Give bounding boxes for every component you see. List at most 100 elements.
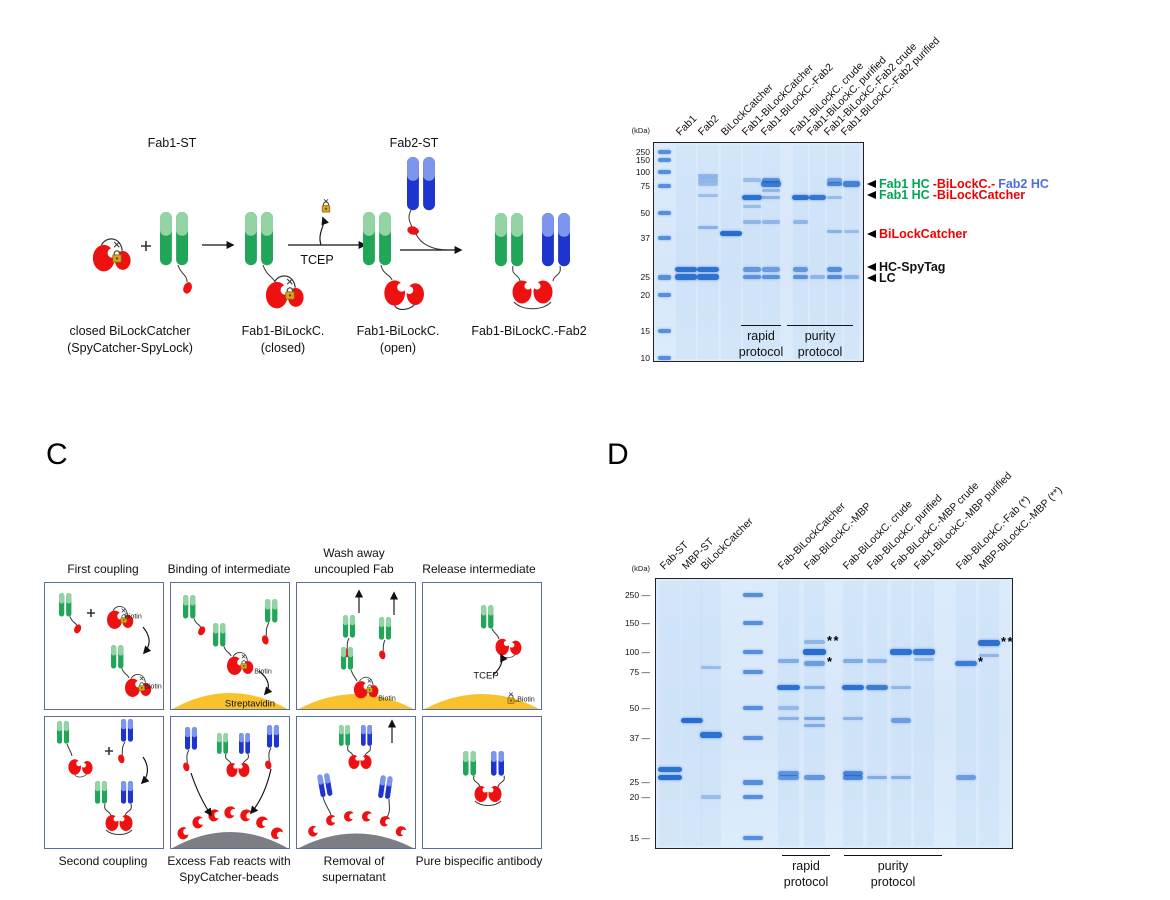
protein-band [743,178,761,182]
protein-band [956,775,976,780]
protocol-group-line [844,855,942,857]
protein-band [826,229,842,234]
protein-band [743,204,761,209]
gel-lane-smear [792,145,808,359]
protein-band [675,274,697,280]
protein-band [826,195,842,200]
streptavidin-dome-icon [298,694,414,709]
protein-band [701,795,721,799]
biotin-label: Biotin [378,695,396,703]
arrowhead-icon [867,273,876,282]
gel-lane-smear [743,145,761,359]
gel-lane-smear [867,581,887,846]
kda-marker-label: 25 — [629,777,650,788]
gel-lane-smear [701,581,721,846]
protein-band [762,220,780,224]
protein-band [742,194,762,201]
protein-band [826,181,842,187]
annotation-text: BiLockCatcher [879,226,968,241]
panel-c-box-pure-bispecific [422,716,542,849]
protocol-group-line [741,325,781,327]
gel-lane-smear [914,581,934,846]
protein-band [803,723,825,728]
kda-marker-label: 50 [640,208,650,219]
protein-band [658,766,682,773]
kda-marker-label: 25 [640,272,650,283]
protein-band [842,181,860,187]
protein-band [826,267,842,272]
protein-band [843,716,863,721]
star-annotation: ** [1001,634,1015,650]
gel-lane-smear [843,581,863,846]
protein-band [743,274,761,280]
annotation-text: Fab1 HC [879,176,930,191]
ladder-band [657,356,671,360]
protein-band [720,230,742,237]
closed-bilockcatcher-icon [93,239,131,271]
arrowhead-icon [867,229,876,238]
protein-band [803,640,825,644]
ladder-band [657,184,671,188]
protein-band [743,267,761,272]
protein-band [698,193,718,198]
protein-band [803,685,825,690]
ladder-band [743,593,763,597]
protein-band [698,225,718,230]
protocol-label: protocol [738,345,784,359]
protein-band [891,718,911,723]
protocol-label: rapid [747,329,775,343]
lane-label: Fab2 [695,112,722,139]
panel-c-box-wash [296,582,416,710]
protein-band [698,174,718,178]
protein-band [698,182,718,186]
kda-marker-label: 100 [635,166,650,177]
protein-band [697,274,719,280]
panel-d-letter: D [607,438,629,471]
protein-band [700,732,722,738]
annotation-text: HC-SpyTag [879,259,946,274]
protocol-label: purity [877,859,909,873]
panel-c-caption-7b: supernatant [322,870,386,884]
arrowhead-icon [867,190,876,199]
gel-lane-smear [777,581,799,846]
panel-c-caption-1: First coupling [67,562,139,576]
protein-band [697,266,719,273]
annotation-text: -BiLockCatcher [932,187,1026,202]
ladder-band [657,158,671,162]
protein-band [681,717,703,724]
gel-lane-smear [682,581,702,846]
protein-band [777,706,799,710]
gel-lane-smear [843,145,859,359]
ladder-band [743,736,763,740]
gel-lane-smear [956,581,976,846]
biotin-label: Biotin [254,668,272,676]
spytag-icon [182,281,194,295]
band-annotation: LC [867,271,896,285]
gel-lane-smear [721,145,741,359]
ladder-band [743,621,763,625]
fab2-icon [407,157,435,211]
kda-marker-label: 75 [640,181,650,191]
gel-lane-smear [676,145,696,359]
gel-lane-smear [659,581,681,846]
fab1-icon [160,212,188,266]
protein-band [792,220,808,224]
scheme-caption: Fab1-BiLockC. [356,324,440,338]
protein-band [866,684,888,691]
kda-marker-label: 37 — [629,732,650,743]
protocol-label: protocol [870,875,916,889]
kda-marker-label: 20 [640,289,650,300]
annotation-text: -BiLockC.- [932,176,996,191]
biotin-label: Biotin [517,696,535,704]
panel-c-caption-3a: Wash away [323,546,385,560]
kda-marker-label: 20 — [629,791,650,802]
arrowhead-icon [867,262,876,271]
gel-lane-smear [891,581,911,846]
protocol-label: rapid [792,859,820,873]
gel-lane-smear [762,145,780,359]
scheme-caption: Fab1-BiLockC. [241,324,325,338]
panel-c-letter: C [46,438,68,471]
open-bilockcatcher-icon [383,279,425,311]
gel-lane-smear [698,145,718,359]
